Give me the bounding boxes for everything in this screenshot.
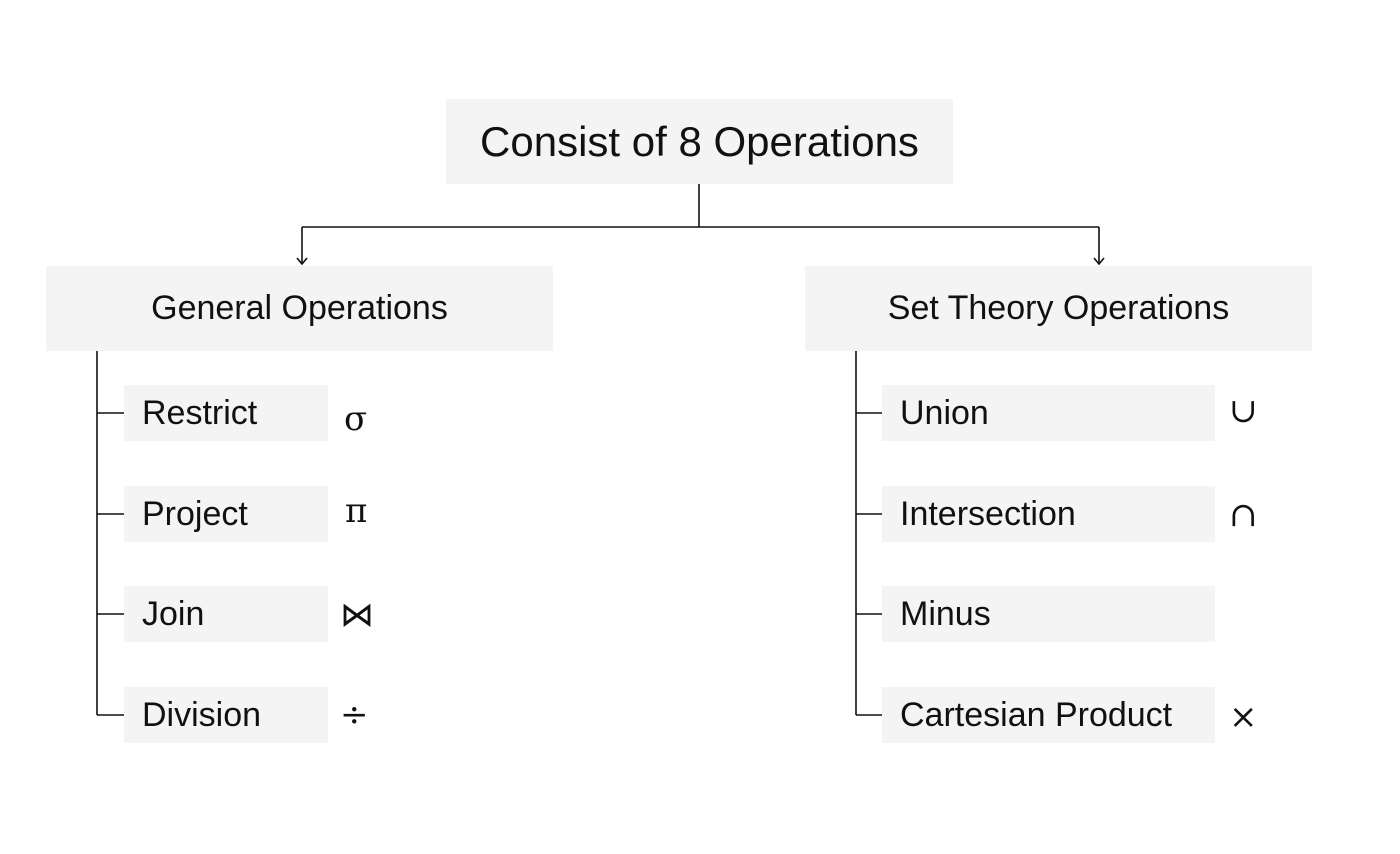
item-union: Union [882,385,1215,441]
item-minus: Minus [882,586,1215,642]
root-label: Consist of 8 Operations [480,117,919,165]
root-node: Consist of 8 Operations [446,99,953,184]
division-symbol: ÷ [340,695,369,735]
times-symbol: × [1229,697,1258,737]
item-label: Intersection [900,494,1076,533]
branch-label: General Operations [151,289,448,327]
item-label: Restrict [142,393,258,432]
item-label: Project [142,494,248,533]
intersection-symbol: ∩ [1229,495,1258,535]
union-symbol: ∪ [1229,391,1258,431]
pi-symbol: π [345,491,368,531]
item-intersection: Intersection [882,486,1215,542]
sigma-symbol: σ [344,399,368,439]
item-project: Project [124,486,328,542]
right-branch-arrow [1093,257,1105,266]
branch-general-operations: General Operations [46,266,553,351]
item-division: Division [124,687,328,743]
left-branch-arrow [296,257,308,266]
branch-set-theory-operations: Set Theory Operations [805,266,1312,351]
item-label: Division [142,695,262,734]
item-label: Join [142,594,205,633]
item-join: Join [124,586,328,642]
item-restrict: Restrict [124,385,328,441]
item-label: Minus [900,594,991,633]
bowtie-symbol: ⋈ [340,595,374,635]
item-label: Cartesian Product [900,695,1173,734]
item-label: Union [900,393,989,432]
item-cartesian-product: Cartesian Product [882,687,1215,743]
branch-label: Set Theory Operations [887,289,1230,327]
